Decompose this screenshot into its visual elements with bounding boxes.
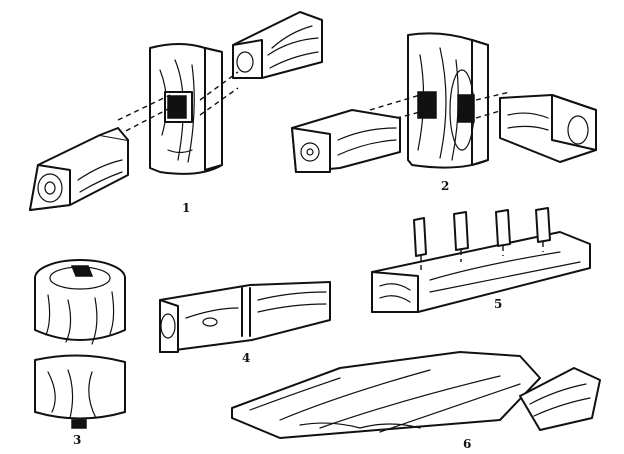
fig3-bottom-piece	[34, 354, 126, 429]
fig5-pegs	[413, 207, 551, 270]
figure-2-label: 2	[441, 179, 449, 193]
fig3-top-piece	[34, 259, 126, 345]
fig2-left-beam	[291, 109, 401, 173]
figure-1-mortise-tenon: 1	[29, 11, 323, 215]
fig1-guides	[117, 71, 239, 136]
figure-6-label: 6	[463, 437, 471, 451]
fig2-right-beam	[499, 94, 597, 163]
figure-4-label: 4	[242, 351, 250, 365]
figure-4-lap-joint: 4	[159, 281, 331, 365]
fig2-post	[407, 32, 489, 169]
fig6-end-piece	[519, 367, 601, 431]
fig6-planks	[231, 351, 541, 439]
figure-2-through-post: 2	[291, 32, 597, 193]
figure-3-label: 3	[73, 433, 81, 447]
fig1-post	[149, 43, 223, 175]
figure-5-pegged-beam: 5	[371, 207, 591, 313]
figure-3-cylinder-joint: 3	[34, 259, 126, 447]
fig1-left-beam	[29, 127, 129, 211]
fig1-right-tenon-piece	[232, 11, 323, 79]
figure-5-label: 5	[494, 297, 502, 311]
figure-6-planks: 6	[231, 351, 601, 451]
figure-1-label: 1	[182, 201, 190, 215]
